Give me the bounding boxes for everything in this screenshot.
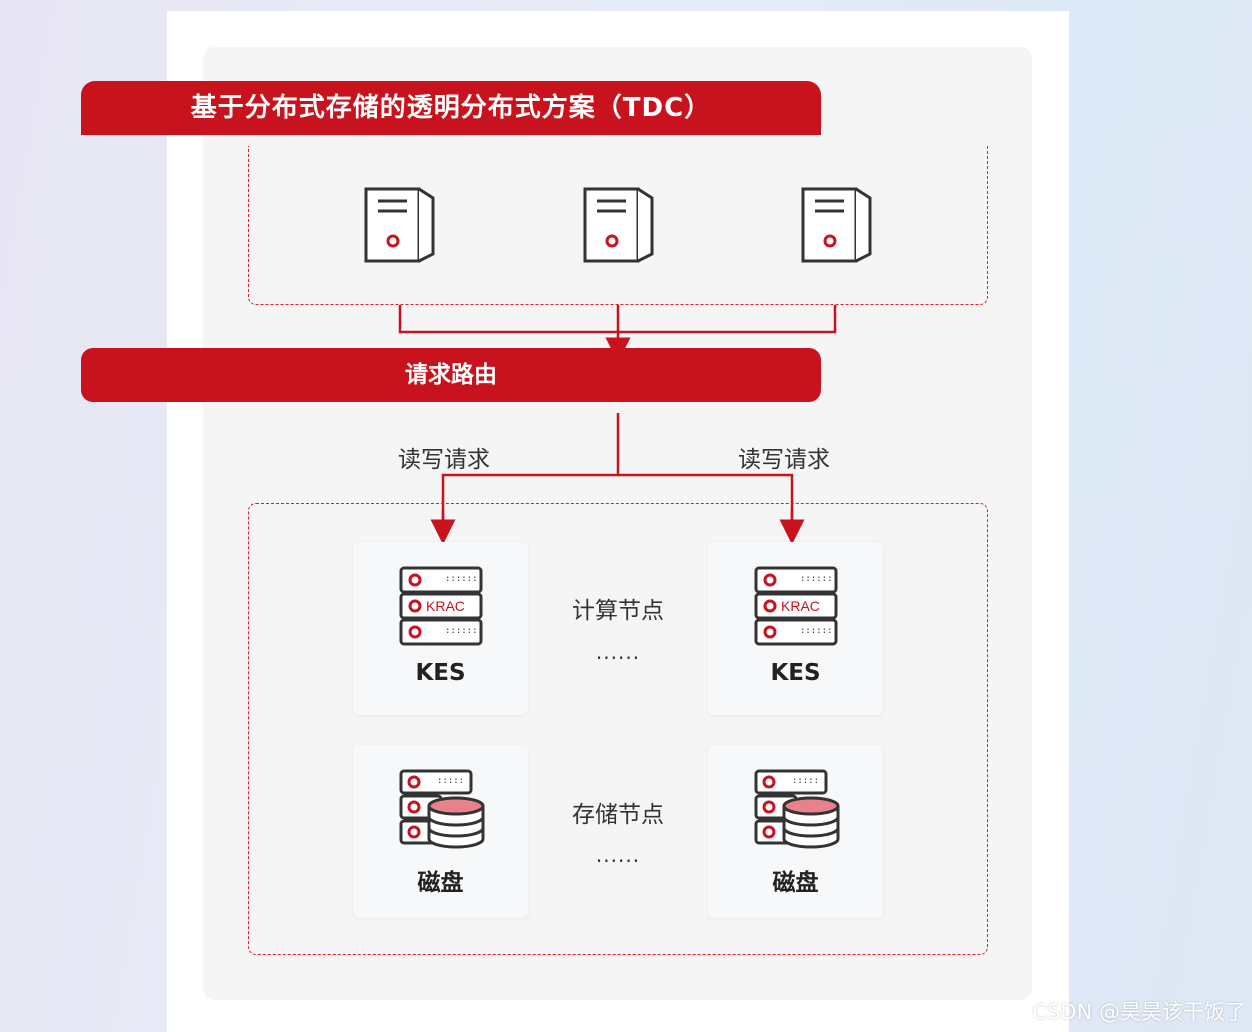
rw-request-label-left: 读写请求: [398, 447, 490, 473]
svg-text:KRAC: KRAC: [781, 598, 820, 614]
node-caption: KES: [770, 660, 821, 686]
compute-node-card: :::::: :::::: KRAC KES: [708, 542, 883, 715]
request-route-bar: 请求路由: [81, 348, 821, 402]
server-group-box: [248, 146, 988, 305]
node-caption: 磁盘: [417, 870, 464, 896]
svg-text:::::::: ::::::: [445, 626, 478, 636]
compute-node-label: 计算节点: [572, 598, 664, 624]
server-icon: [801, 187, 872, 263]
compute-node-card: :::::: :::::: KRAC KES: [353, 542, 528, 715]
svg-text:::::::: ::::::: [800, 626, 833, 636]
svg-text::::::: :::::: [792, 776, 819, 786]
node-caption: KES: [415, 660, 466, 686]
svg-text::::::: :::::: [437, 776, 464, 786]
storage-node-label: 存储节点: [572, 802, 664, 828]
krac-server-icon: :::::: :::::: KRAC: [399, 566, 483, 646]
storage-node-card: ::::: 磁盘: [353, 745, 528, 918]
server-icon: [583, 187, 654, 263]
storage-ellipsis: ......: [595, 843, 641, 867]
disk-storage-icon: :::::: [754, 769, 840, 849]
compute-ellipsis: ......: [595, 640, 641, 664]
connector-split: [441, 473, 794, 533]
svg-text:::::::: ::::::: [800, 574, 833, 584]
svg-text:KRAC: KRAC: [426, 598, 465, 614]
diagram-title: 基于分布式存储的透明分布式方案（TDC）: [81, 81, 821, 135]
watermark: CSDN @昊昊该干饭了: [1032, 1000, 1246, 1024]
node-caption: 磁盘: [772, 870, 819, 896]
svg-text:::::::: ::::::: [445, 574, 478, 584]
storage-node-card: ::::: 磁盘: [708, 745, 883, 918]
disk-storage-icon: :::::: [399, 769, 485, 849]
node-group-box: [248, 503, 988, 955]
krac-server-icon: :::::: :::::: KRAC: [754, 566, 838, 646]
server-icon: [364, 187, 435, 263]
rw-request-label-right: 读写请求: [738, 447, 830, 473]
